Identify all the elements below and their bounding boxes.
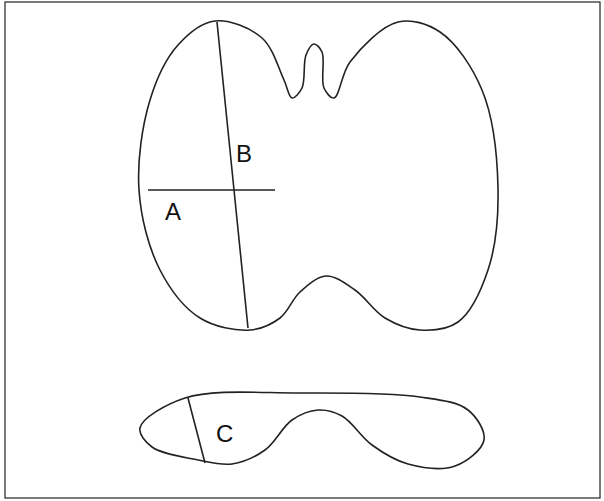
measurement-label: B [236, 142, 252, 166]
thyroid-front-outline [139, 21, 498, 330]
frame [5, 2, 600, 498]
measure-line [148, 189, 275, 191]
measure-line [188, 398, 205, 463]
measurement-label: C [216, 422, 233, 446]
measure-line [217, 22, 248, 328]
measurement-label: A [165, 200, 181, 224]
thyroid-cross-section [140, 392, 484, 468]
